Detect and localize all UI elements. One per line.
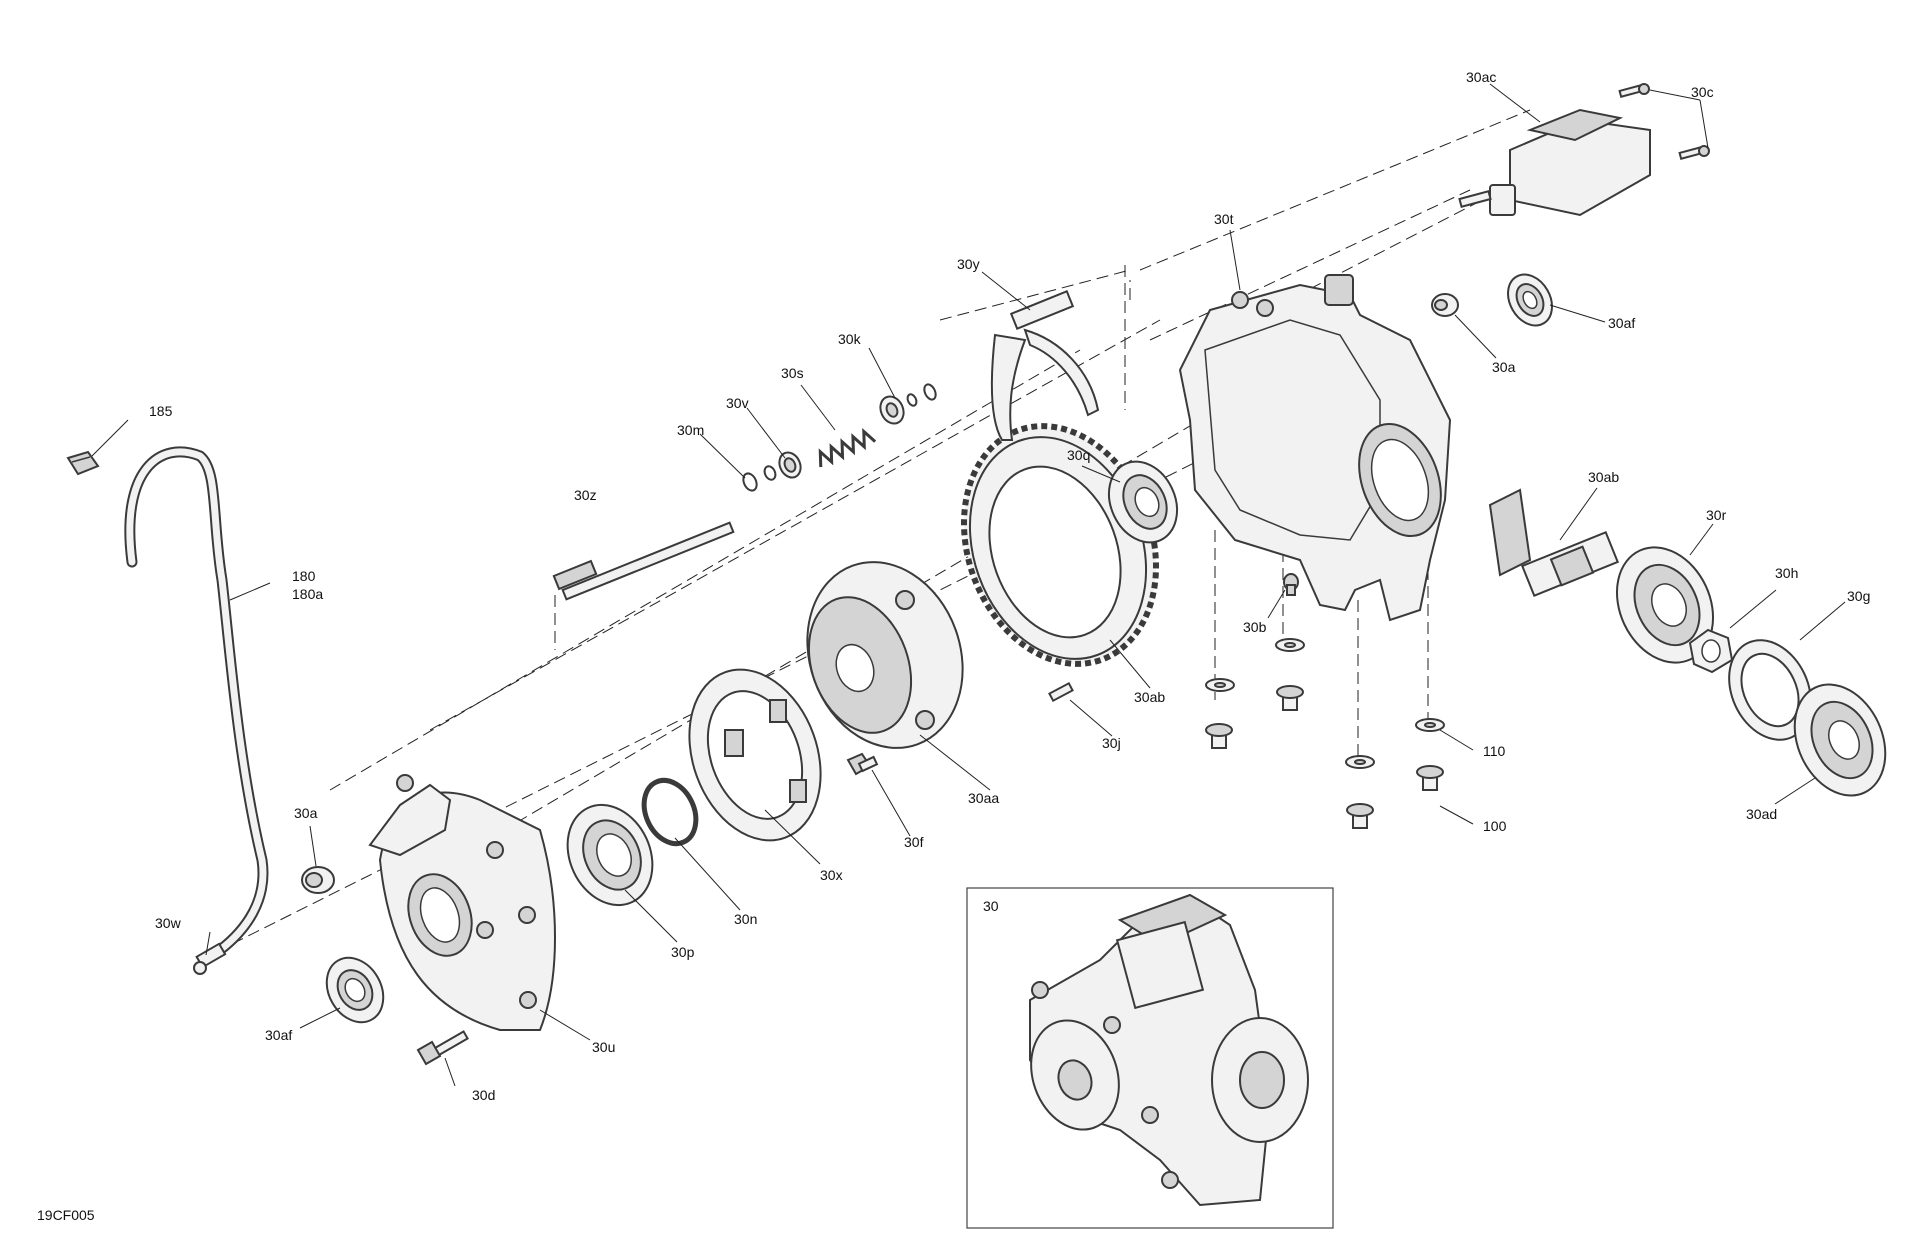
ring-gear-part-30ab [961, 423, 1159, 667]
oring-part-30n [641, 777, 699, 847]
shift-rod-part-30z [552, 521, 735, 601]
plug-part-30a-left [301, 866, 335, 894]
callout-30z: 30z [574, 487, 597, 503]
bolt-part-30d [416, 1030, 469, 1066]
callout-30k: 30k [838, 331, 862, 347]
retainer-part-30g [1728, 639, 1812, 741]
seal-part-30ad [1793, 683, 1887, 797]
nut-part-30h [1688, 628, 1734, 674]
callout-30w: 30w [155, 915, 182, 931]
callout-30n: 30n [734, 911, 757, 927]
spring-part-30s [818, 428, 877, 468]
callout-30y: 30y [957, 256, 980, 272]
bearing-part-30p [566, 803, 654, 907]
callout-30ad: 30ad [1746, 806, 1777, 822]
callout-30h: 30h [1775, 565, 1798, 581]
inset-label: 30 [983, 898, 999, 914]
callout-30ac: 30ac [1466, 69, 1496, 85]
bearing-part-30r [1615, 546, 1715, 664]
bearing-part-30q [1107, 460, 1179, 544]
sensor-part-30w [193, 942, 227, 975]
screw-part-30c [1618, 83, 1710, 160]
seal-part-30af-right [1507, 273, 1553, 327]
callout-30u: 30u [592, 1039, 615, 1055]
callout-30a-left: 30a [294, 805, 318, 821]
callout-30s: 30s [781, 365, 804, 381]
callout-30a-right: 30a [1492, 359, 1516, 375]
callout-30aa: 30aa [968, 790, 999, 806]
callout-30t: 30t [1214, 211, 1234, 227]
callout-30b: 30b [1243, 619, 1267, 635]
washer-bolt-set [1205, 638, 1445, 829]
callout-30g: 30g [1847, 588, 1870, 604]
pinion-shaft-part-30ab [1488, 488, 1620, 597]
seal-part-30af-left [325, 956, 385, 1024]
callout-30ab-ring: 30ab [1134, 689, 1165, 705]
shift-fork-part-30y [990, 290, 1100, 441]
callout-30af-left: 30af [265, 1027, 292, 1043]
callout-185: 185 [149, 403, 173, 419]
cover-housing-30u [368, 774, 556, 1031]
callout-30f: 30f [904, 834, 924, 850]
callout-30q: 30q [1067, 447, 1090, 463]
bolt-part-30f [846, 752, 879, 776]
callout-180a: 180a [292, 586, 323, 602]
actuator-part-30ac [1458, 108, 1651, 217]
bushing-part-30k [879, 383, 937, 425]
callout-30r: 30r [1706, 507, 1727, 523]
callout-30v: 30v [726, 395, 749, 411]
document-id: 19CF005 [37, 1207, 95, 1223]
leader-lines [91, 83, 1846, 1087]
callout-30c: 30c [1691, 84, 1714, 100]
pin-part-30j [1048, 681, 1074, 703]
assembled-view-inset: 30 [966, 887, 1334, 1229]
callout-100: 100 [1483, 818, 1507, 834]
callout-110: 110 [1483, 743, 1506, 759]
callout-30ab-pinion: 30ab [1588, 469, 1619, 485]
plug-part-30a-right [1431, 293, 1459, 317]
bolt-part-30b [1283, 573, 1299, 596]
callout-30j: 30j [1102, 735, 1121, 751]
callout-30p: 30p [671, 944, 695, 960]
differential-part-30aa [806, 561, 964, 749]
bushing-part-30v [778, 451, 802, 479]
callout-180: 180 [292, 568, 316, 584]
callout-30x: 30x [820, 867, 843, 883]
callout-30af-right: 30af [1608, 315, 1635, 331]
callout-30d: 30d [472, 1087, 495, 1103]
main-housing-30t [1178, 274, 1452, 622]
callout-labels: 185 180 180a 30w 30a 30af 30d 30u 30p 30… [149, 69, 1870, 1103]
clip-part-30m [742, 465, 777, 492]
connector-part-185 [66, 450, 100, 476]
callout-30m: 30m [677, 422, 704, 438]
wire-harness-180 [124, 446, 269, 964]
ring-housing-30x [688, 668, 822, 842]
